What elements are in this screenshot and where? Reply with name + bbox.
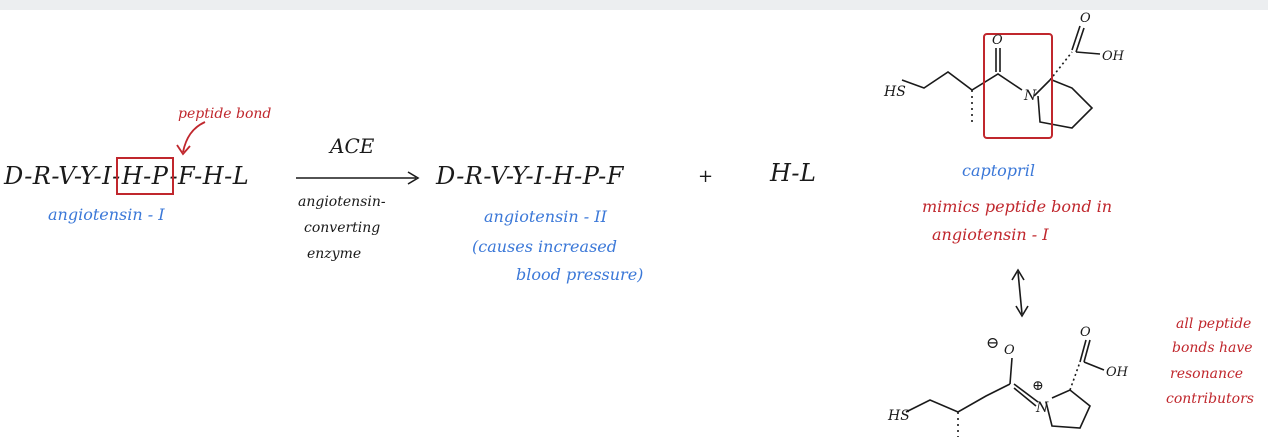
- resonance-minus-charge: ⊖: [986, 333, 999, 352]
- reaction-arrow-head: [407, 171, 420, 185]
- enzyme-name-line-3: enzyme: [307, 246, 362, 262]
- diagram-drawings: HS O N O OH HS ⊖ O ⊕ N O OH: [176, 11, 1129, 437]
- peptide-bond-arrow: [182, 121, 206, 153]
- top-toolbar-strip: [0, 0, 1268, 10]
- captopril-thiol: HS: [883, 84, 906, 100]
- captopril-nitrogen: N: [1023, 88, 1037, 104]
- resonance-oxyanion: O: [1004, 343, 1015, 358]
- byproduct-sequence: H-L: [770, 159, 817, 187]
- angiotensin-i-suffix: -F-H-L: [169, 162, 250, 190]
- resonance-plus-charge: ⊕: [1032, 378, 1044, 394]
- resonance-note-line-4: contributors: [1166, 391, 1254, 407]
- angiotensin-ii-sequence: D-R-V-Y-I-H-P-F: [436, 162, 624, 190]
- captopril-note-line-1: mimics peptide bond in: [922, 197, 1113, 216]
- angiotensin-i-sequence: D-R-V-Y-I-H-P-F-H-L: [4, 157, 250, 195]
- captopril-carbonyl-o: O: [992, 33, 1003, 48]
- angiotensin-i-prefix: D-R-V-Y-I-: [4, 162, 121, 190]
- peptide-bond-arrowhead: [176, 144, 191, 156]
- resonance-double-arrow: [1011, 268, 1029, 318]
- enzyme-name-line-1: angiotensin-: [298, 194, 386, 210]
- captopril-structure: [901, 25, 1101, 129]
- resonance-thiol: HS: [887, 408, 910, 424]
- angiotensin-i-boxed-bond: H-P: [115, 157, 175, 195]
- angiotensin-ii-effect-line-1: (causes increased: [472, 237, 617, 256]
- captopril-acid-oh: OH: [1102, 49, 1125, 64]
- captopril-label: captopril: [962, 161, 1035, 180]
- resonance-nitrogen: N: [1035, 400, 1049, 416]
- resonance-note-line-2: bonds have: [1172, 340, 1253, 356]
- resonance-note-line-3: resonance: [1170, 366, 1244, 382]
- angiotensin-ii-label: angiotensin - II: [484, 207, 607, 226]
- captopril-acid-o: O: [1080, 11, 1091, 26]
- angiotensin-ii-effect-line-2: blood pressure): [516, 265, 644, 284]
- captopril-note-line-2: angiotensin - I: [932, 225, 1049, 244]
- resonance-acid-o: O: [1080, 325, 1091, 340]
- angiotensin-i-label: angiotensin - I: [48, 205, 165, 224]
- enzyme-name-line-2: converting: [304, 220, 381, 236]
- whiteboard-canvas: D-R-V-Y-I-H-P-F-H-L peptide bond angiote…: [0, 10, 1268, 437]
- resonance-note-line-1: all peptide: [1176, 316, 1252, 332]
- captopril-highlight-box: [983, 33, 1053, 139]
- resonance-acid-oh: OH: [1106, 365, 1129, 380]
- plus-sign: +: [698, 166, 714, 187]
- resonance-structure: [905, 339, 1105, 437]
- ace-label: ACE: [330, 134, 375, 158]
- peptide-bond-note: peptide bond: [178, 106, 272, 122]
